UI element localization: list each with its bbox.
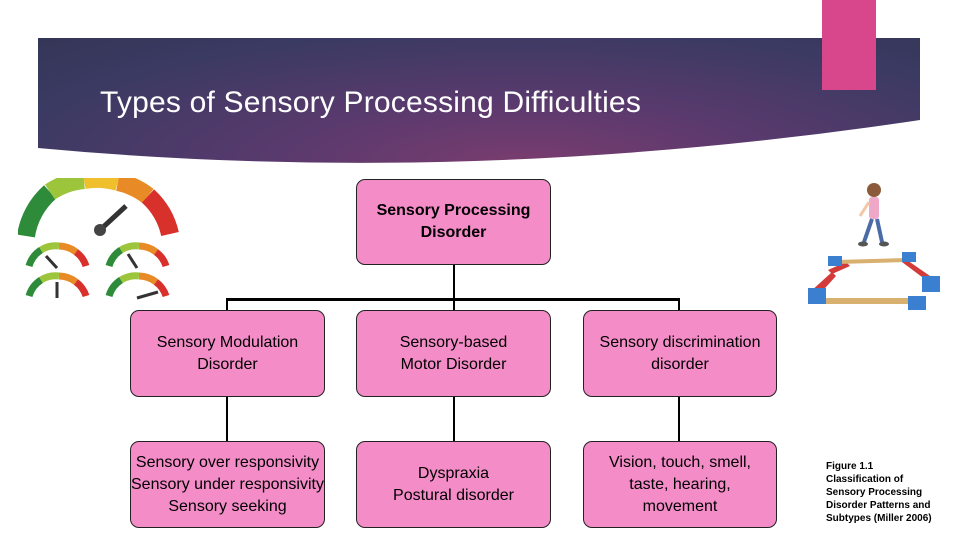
title-banner xyxy=(38,38,920,178)
node-text-line: Sensory-based xyxy=(399,333,508,351)
node-text-line: disorder xyxy=(651,355,709,373)
figure-caption: Figure 1.1 Classification of Sensory Pro… xyxy=(826,460,956,525)
node-sensory-modulation-disorder: Sensory Modulation Disorder xyxy=(130,310,325,397)
caption-line: Figure 1.1 xyxy=(826,461,874,472)
caption-line: Sensory Processing xyxy=(826,487,923,498)
node-discrimination-subtypes: Vision, touch, smell, taste, hearing, mo… xyxy=(583,441,777,528)
node-text-line: Dyspraxia xyxy=(417,464,490,482)
node-sensory-based-motor-disorder: Sensory-based Motor Disorder xyxy=(356,310,551,397)
node-sensory-discrimination-disorder: Sensory discrimination disorder xyxy=(583,310,777,397)
node-text-line: Vision, touch, smell, xyxy=(609,453,751,471)
node-text-line: movement xyxy=(642,497,718,515)
caption-line: Subtypes (Miller 2006) xyxy=(826,513,932,524)
connector-right-drop xyxy=(678,298,680,310)
connector-root-stem xyxy=(453,265,455,299)
accent-bar xyxy=(822,0,876,90)
node-text-line: Sensory discrimination xyxy=(599,333,761,351)
node-text-line: taste, hearing, xyxy=(629,475,731,493)
caption-line: Classification of xyxy=(826,474,904,485)
node-text-line: Sensory under responsivity xyxy=(131,475,324,493)
connector-right-lower xyxy=(678,397,680,441)
node-text-line: Sensory Processing xyxy=(376,202,531,219)
sensitivity-gauges-icon xyxy=(18,178,179,300)
node-motor-subtypes: Dyspraxia Postural disorder xyxy=(356,441,551,528)
node-text-line: Sensory seeking xyxy=(168,497,287,515)
banner-curve xyxy=(38,120,920,178)
child-on-balance-beam-icon xyxy=(808,183,940,310)
connector-middle-lower xyxy=(453,397,455,441)
connector-left-lower xyxy=(226,397,228,441)
caption-line: Disorder Patterns and xyxy=(826,500,931,511)
connector-left-drop xyxy=(226,298,228,310)
node-text-line: Disorder xyxy=(420,224,487,241)
connector-middle-drop xyxy=(453,298,455,310)
node-text-line: Motor Disorder xyxy=(400,355,507,373)
slide-title: Types of Sensory Processing Difficulties xyxy=(100,86,642,119)
node-modulation-subtypes: Sensory over responsivity Sensory under … xyxy=(130,441,325,528)
node-text-line: Sensory Modulation xyxy=(156,333,299,351)
node-text-line: Postural disorder xyxy=(393,486,514,504)
node-text-line: Disorder xyxy=(197,355,258,373)
node-text-line: Sensory over responsivity xyxy=(135,453,320,471)
node-sensory-processing-disorder: Sensory Processing Disorder xyxy=(356,179,551,265)
